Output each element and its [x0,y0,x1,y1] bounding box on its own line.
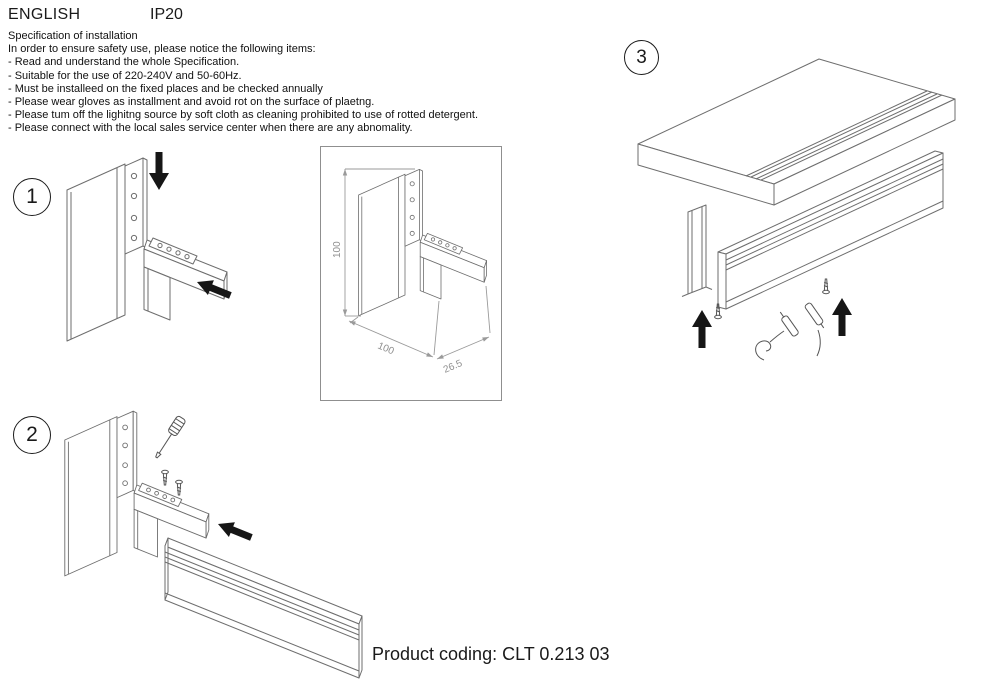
light-profile-drawing [717,150,944,310]
screw-icon [714,303,722,320]
ip-rating-label: IP20 [150,6,183,23]
step-2-badge: 2 [13,416,51,454]
dim-height-label: 100 [332,241,343,258]
light-profile-drawing [164,537,363,679]
screwdriver-icon [155,415,186,459]
screw-up-arrow-icon [832,298,852,336]
step-3-badge: 3 [624,40,659,75]
corner-bracket-drawing [66,157,228,342]
step-1-diagram [66,152,232,342]
spec-intro: In order to ensure safety use, please no… [8,43,316,56]
dimension-detail-box: 100 100 26.5 [320,146,502,401]
spec-item: - Read and understand the whole Specific… [8,56,240,69]
screw-icon [175,479,183,496]
step-number: 3 [636,46,647,68]
dimension-detail-diagram: 100 100 26.5 [332,168,491,376]
spec-item: - Must be installeed on the fixed places… [8,82,323,95]
spec-item: - Please wear gloves as installment and … [8,96,375,109]
step-3-diagram [637,58,956,361]
screw-icon [161,469,169,486]
spec-item: - Please connect with the local sales se… [8,122,413,135]
spec-item: - Please tum off the lighitng source by … [8,109,479,122]
dim-width-label: 100 [376,341,396,358]
step-number: 2 [26,423,38,446]
screw-up-arrow-icon [692,310,712,348]
insert-down-arrow-icon [149,152,169,190]
mounting-clip-drawing [681,204,713,297]
slide-left-arrow-icon [197,280,232,299]
step-number: 1 [26,185,38,208]
spec-title: Specification of installation [8,30,138,42]
ceiling-panel-drawing [637,58,956,206]
language-label: ENGLISH [8,6,81,23]
power-connector-drawing [755,302,825,361]
corner-bracket-drawing [64,410,210,577]
step-2-diagram [64,410,363,679]
spec-item: - Suitable for the use of 220-240V and 5… [8,69,242,82]
step-1-badge: 1 [13,178,51,216]
product-coding: Product coding: CLT 0.213 03 [372,644,610,664]
screw-icon [822,278,830,295]
dim-depth-label: 26.5 [442,358,465,376]
specification-block: Specification of installation In order t… [8,30,478,136]
slide-left-arrow-icon [218,522,253,541]
corner-bracket-drawing [358,169,488,317]
